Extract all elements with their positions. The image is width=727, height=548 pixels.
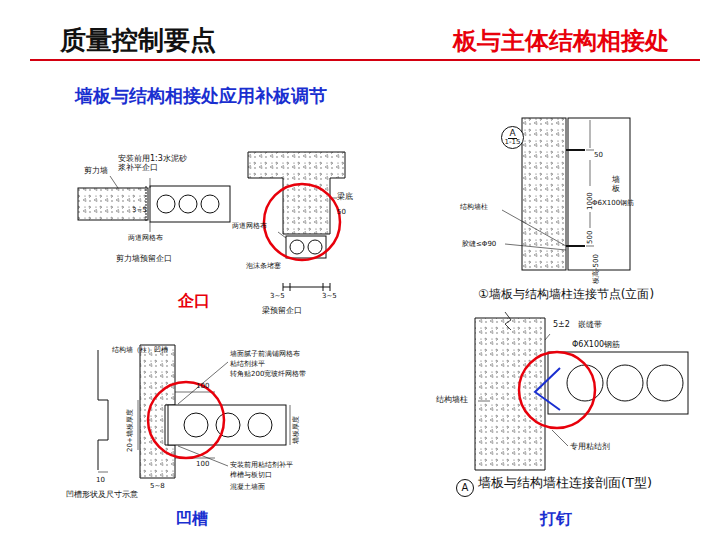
elevation-detail <box>502 118 630 270</box>
annotation-label: 安装前用粘结剂补平 <box>230 461 293 469</box>
heading-label: 墙板与结构相接处应用补板调节 <box>75 86 327 107</box>
section-detail <box>475 312 688 470</box>
annotation-label: 3~5 <box>132 206 147 214</box>
annotation-label: 墙面腻子前满铺网格布 <box>230 350 300 358</box>
reference-mark: A <box>461 483 470 493</box>
annotation-label: 50 <box>337 208 346 216</box>
annotation-label: 凹槽形状及尺寸示意 <box>66 490 138 499</box>
slide-title: 质量控制要点 <box>60 26 216 56</box>
annotation-label: 墙板 <box>612 176 620 194</box>
annotation-label: 3~5 <box>270 292 285 300</box>
annotation-label: 转角贴200宽玻纤网格带 <box>230 370 306 378</box>
heading-label: 凹槽 <box>176 510 208 528</box>
annotation-label: 榫槽与板切口 <box>230 471 272 479</box>
reference-mark: A <box>508 129 516 139</box>
highlight-circle <box>519 352 595 428</box>
annotation-label: 10 <box>96 476 105 484</box>
shear-wall-detail <box>78 176 230 232</box>
annotation-label: 嵌缝带 <box>578 320 602 329</box>
annotation-label: 5±2 <box>553 320 570 329</box>
annotation-label: 梁底 <box>337 192 353 201</box>
heading-label: ①墙板与结构墙柱连接节点(立面) <box>478 288 654 302</box>
annotation-label: 两道网格布 <box>128 234 163 242</box>
heading-label: 墙板与结构墙柱连接剖面(T型) <box>478 476 652 491</box>
annotation-label: 3~5 <box>322 292 337 300</box>
annotation-label: 500 <box>586 231 594 244</box>
annotation-label: 板高-500 <box>592 254 600 284</box>
annotation-label: 混凝土墙面 <box>230 483 265 491</box>
annotation-label: 50 <box>594 151 603 159</box>
annotation-label: 剪力墙 <box>84 166 108 175</box>
annotation-label: 结构墙（柱）凹槽 <box>112 346 168 354</box>
annotation-label: 剪力墙预留企口 <box>116 254 172 263</box>
annotation-label: 泡沫条堵塞 <box>246 262 281 270</box>
annotation-label: 梁预留企口 <box>262 306 302 315</box>
heading-label: 企口 <box>178 292 210 310</box>
annotation-label: Φ6X100钢筋 <box>572 340 620 349</box>
reference-circle: A <box>456 479 474 497</box>
reference-mark: 1-15 <box>504 139 522 146</box>
reference-circle: A1-15 <box>501 126 524 149</box>
beam-detail <box>248 152 345 291</box>
annotation-label: 100 <box>196 382 209 390</box>
annotation-label: 两道网格布 <box>232 222 267 230</box>
annotation-label: Φ6X100钢筋 <box>592 199 634 207</box>
annotation-label: 结构墙柱 <box>460 203 488 211</box>
highlight-circle <box>264 184 340 260</box>
heading-label: 打钉 <box>540 510 572 528</box>
nail-mark <box>535 368 560 410</box>
annotation-label: 墙板厚度 <box>292 416 300 444</box>
header-rule <box>30 59 700 61</box>
annotation-label: 粘结剂抹平 <box>230 360 265 368</box>
annotation-label: 胶缝≤Φ90 <box>462 240 496 248</box>
annotation-label: 100 <box>196 460 209 468</box>
annotation-label: 结构墙柱 <box>436 395 468 404</box>
annotation-label: 5~8 <box>150 482 165 490</box>
annotation-label: 安装前用1:3水泥砂浆补平企口 <box>118 154 194 172</box>
annotation-label: 专用粘结剂 <box>570 442 610 451</box>
heading-label: 板与主体结构相接处 <box>453 28 669 56</box>
groove-detail <box>98 345 290 478</box>
highlight-circle <box>148 382 224 458</box>
annotation-label: 20+墙板厚度 <box>126 409 134 452</box>
